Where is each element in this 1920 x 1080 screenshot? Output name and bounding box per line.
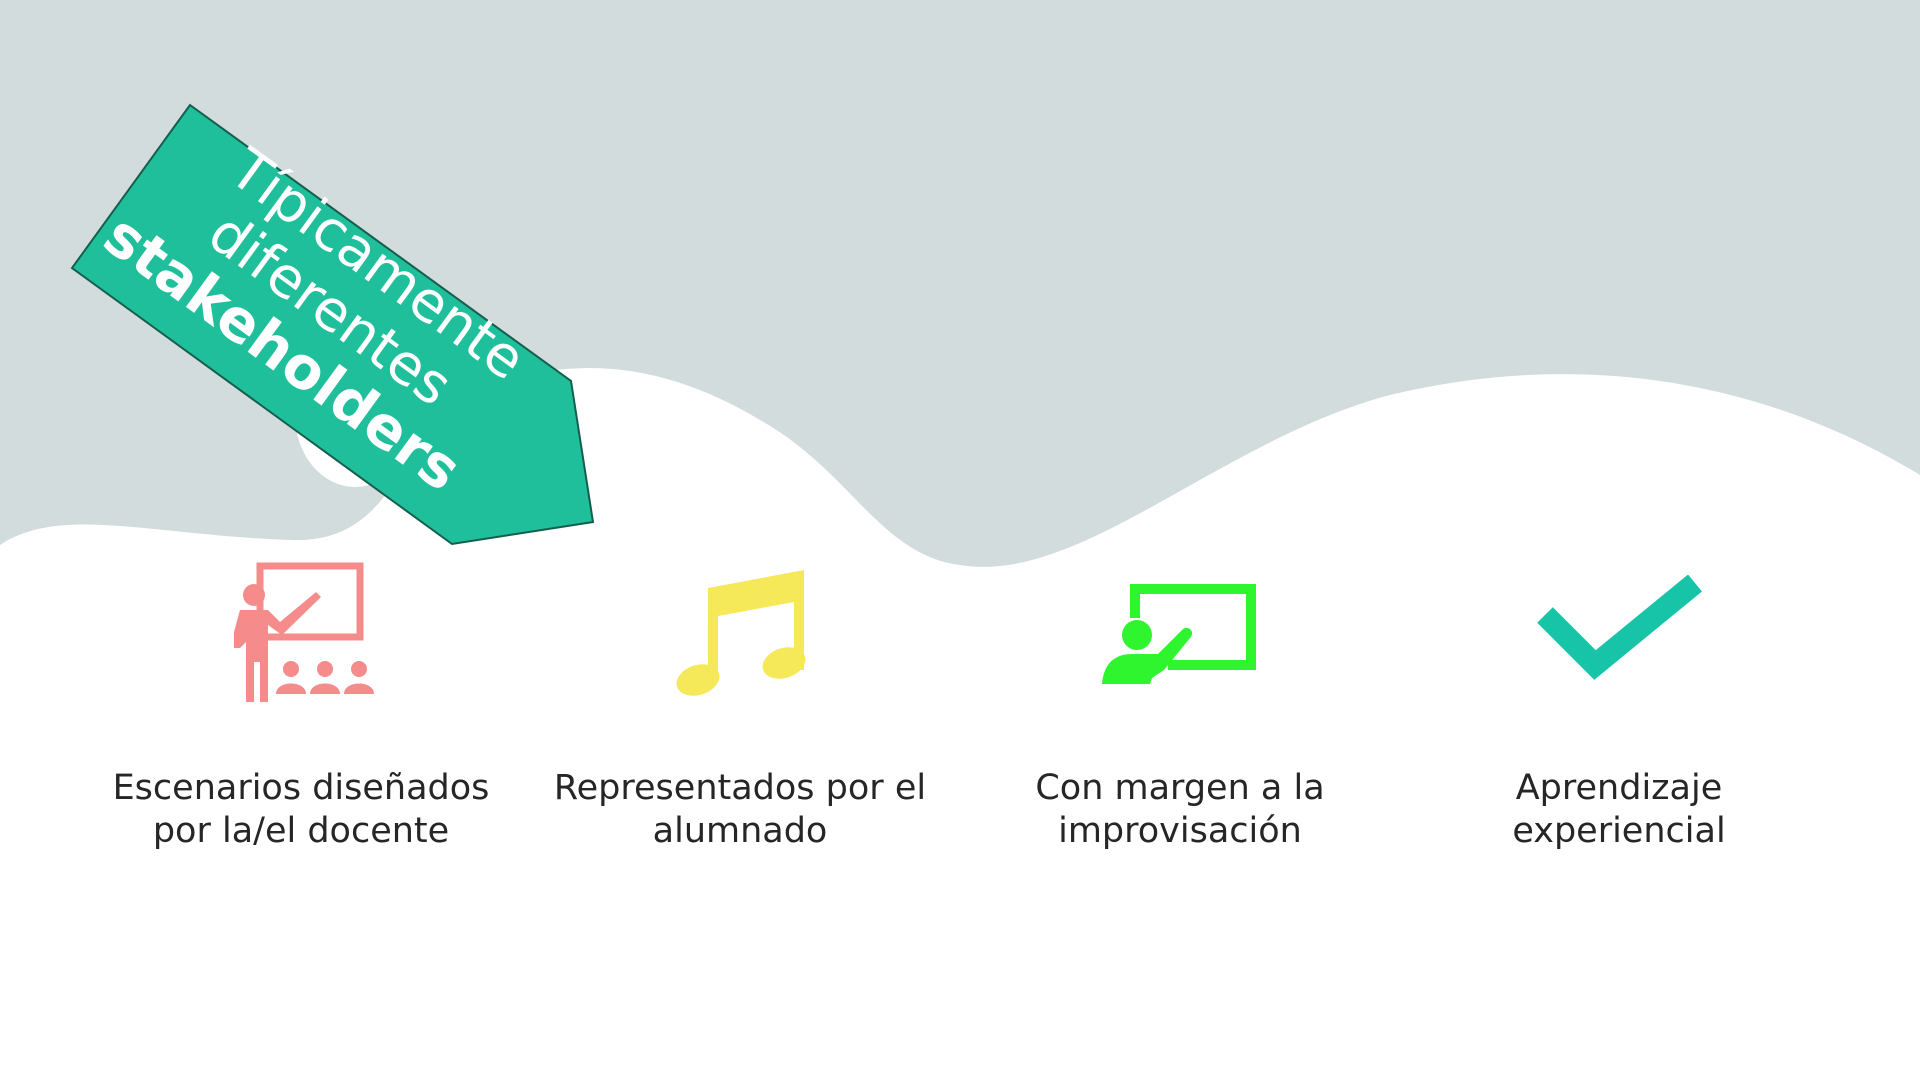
checkmark-icon xyxy=(1537,575,1702,680)
grey-wave-shape xyxy=(0,0,1920,567)
presenter-screen-icon xyxy=(1102,584,1256,684)
feature-caption-4-line2: experiencial xyxy=(1512,811,1726,851)
feature-caption-4-line1: Aprendizaje xyxy=(1515,768,1723,808)
feature-caption-2-line2: alumnado xyxy=(652,811,828,851)
feature-caption-1-line1: Escenarios diseñados xyxy=(112,768,490,808)
feature-caption-3-line1: Con margen a la xyxy=(1035,768,1325,808)
feature-caption-2: Representados por el alumnado xyxy=(520,767,960,853)
feature-caption-1: Escenarios diseñados por la/el docente xyxy=(81,767,521,853)
ribbon-shape xyxy=(70,103,595,546)
teacher-presentation-icon xyxy=(234,562,374,702)
feature-caption-2-line1: Representados por el xyxy=(553,768,927,808)
feature-caption-3: Con margen a la improvisación xyxy=(960,767,1400,853)
music-note-icon xyxy=(676,570,806,696)
feature-caption-1-line2: por la/el docente xyxy=(152,811,450,851)
feature-caption-4: Aprendizaje experiencial xyxy=(1399,767,1839,853)
feature-caption-3-line2: improvisación xyxy=(1058,811,1302,851)
